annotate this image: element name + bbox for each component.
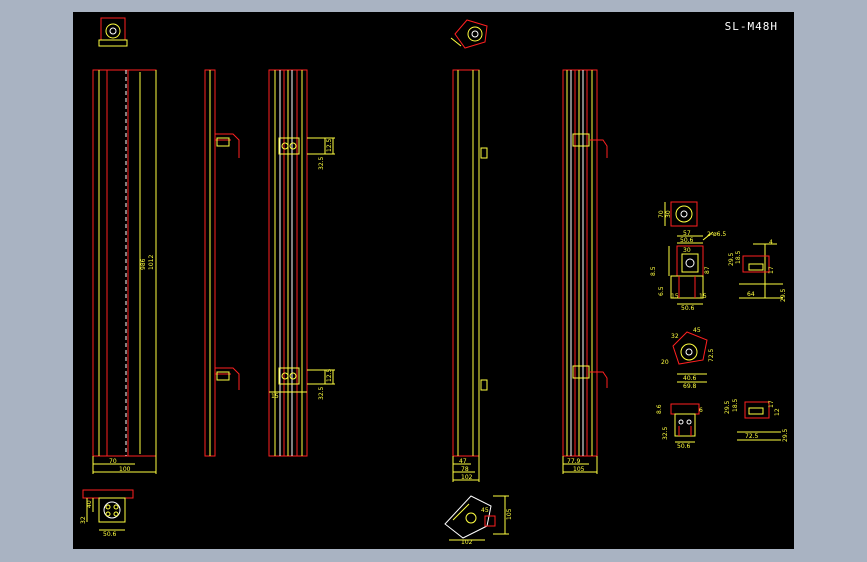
detail-2-dim-g: 15 [671,293,679,300]
detail-4-dim-d: 20 [661,359,669,366]
detail-1-dim-b: 30 [665,210,672,218]
detail-2: 57 50.6 30 2-ø6.5 8.5 6.5 15 15 50.6 87 [650,230,726,312]
detail-5-dim-a: 8.6 [656,404,663,414]
detail-5-dim-b: 32.5 [662,426,669,440]
detail-6-dim-f: 12 [774,408,781,416]
view-5: 77.9 105 [562,69,608,474]
drawing-title: SL-M48H [724,20,778,33]
detail-5: 8.6 32.5 50.6 6 [656,403,703,450]
detail-6-dim-e: 29.5 [782,428,789,442]
view-1-length-b: 1012 [148,255,155,270]
detail-2-dim-c: 30 [683,247,691,254]
view-4: 47 78 102 [450,19,488,482]
detail-6-dim-b: 18.5 [732,398,739,412]
detail-4-dim-e: 40.6 [683,375,697,382]
section-bottom-center: 105 102 45 [444,495,513,546]
view-1-end-cap [98,17,128,47]
cad-drawing: 986 1012 70 100 [80,17,789,546]
view-2 [204,69,240,457]
detail-2-dim-d: 2-ø6.5 [707,231,726,238]
detail-3: 4 29.5 18.5 17 64 29.5 [728,239,787,302]
detail-6-dim-d: 72.5 [745,433,759,440]
view-1-width-inner: 70 [109,458,117,465]
detail-2-dim-i: 50.6 [681,305,695,312]
detail-2-dim-a: 57 [683,230,691,237]
view-3-dim-a: 12.5 [326,138,333,152]
view-4-width-inner: 47 [459,458,467,465]
detail-4-dim-a: 45 [693,327,701,334]
detail-3-dim-b: 29.5 [728,252,735,266]
detail-5-dim-c: 50.6 [677,443,691,450]
detail-6: 29.5 18.5 17 72.5 29.5 12 [724,398,789,442]
view-1-length-a: 986 [140,258,147,270]
view-1-width-outer: 100 [119,466,131,473]
detail-6-dim-a: 29.5 [724,400,731,414]
detail-4-dim-f: 69.8 [683,383,697,390]
detail-5-dim-d: 6 [699,407,703,414]
bottom-left-dim-a: 32 [80,516,87,524]
view-5-width-inner: 77.9 [567,458,581,465]
detail-2-dim-f: 6.5 [658,286,665,296]
drawing-sheet: SL-M48H 986 1012 70 1 [73,12,794,549]
view-3-dim-c: 12.5 [326,368,333,382]
section-bottom-left: 32 40 50.6 [80,489,134,538]
bottom-center-dim-c: 45 [481,507,489,514]
detail-1-dim-a: 70 [658,210,665,218]
view-1: 986 1012 70 100 [92,17,157,474]
detail-4: 45 32 72.5 20 40.6 69.8 [661,327,715,390]
detail-4-dim-b: 32 [671,333,679,340]
bottom-left-dim-c: 50.6 [103,531,117,538]
detail-4-dim-c: 72.5 [708,348,715,362]
view-3-dim-b: 32.5 [318,156,325,170]
view-3: 12.5 32.5 12.5 32.5 15 [268,69,335,457]
detail-2-dim-j: 87 [704,266,711,274]
detail-3-dim-a: 4 [769,239,773,246]
view-5-width-outer: 105 [573,466,585,473]
detail-6-dim-c: 17 [768,400,775,408]
detail-3-dim-c: 18.5 [735,250,742,264]
detail-1: 70 30 [658,201,698,227]
detail-2-dim-b: 50.6 [680,237,694,244]
bottom-center-dim-a: 105 [506,508,513,520]
detail-2-dim-e: 8.5 [650,266,657,276]
bottom-center-dim-b: 102 [461,539,473,546]
detail-3-dim-f: 29.5 [780,288,787,302]
detail-3-dim-e: 64 [747,291,755,298]
detail-2-dim-h: 15 [699,293,707,300]
view-4-width-mid: 78 [461,466,469,473]
view-3-dim-d: 32.5 [318,386,325,400]
view-4-width-outer: 102 [461,474,473,481]
bottom-left-dim-b: 40 [86,500,93,508]
view-3-dim-e: 15 [271,393,279,400]
detail-3-dim-d: 17 [768,266,775,274]
view-4-end-cap [450,19,488,49]
